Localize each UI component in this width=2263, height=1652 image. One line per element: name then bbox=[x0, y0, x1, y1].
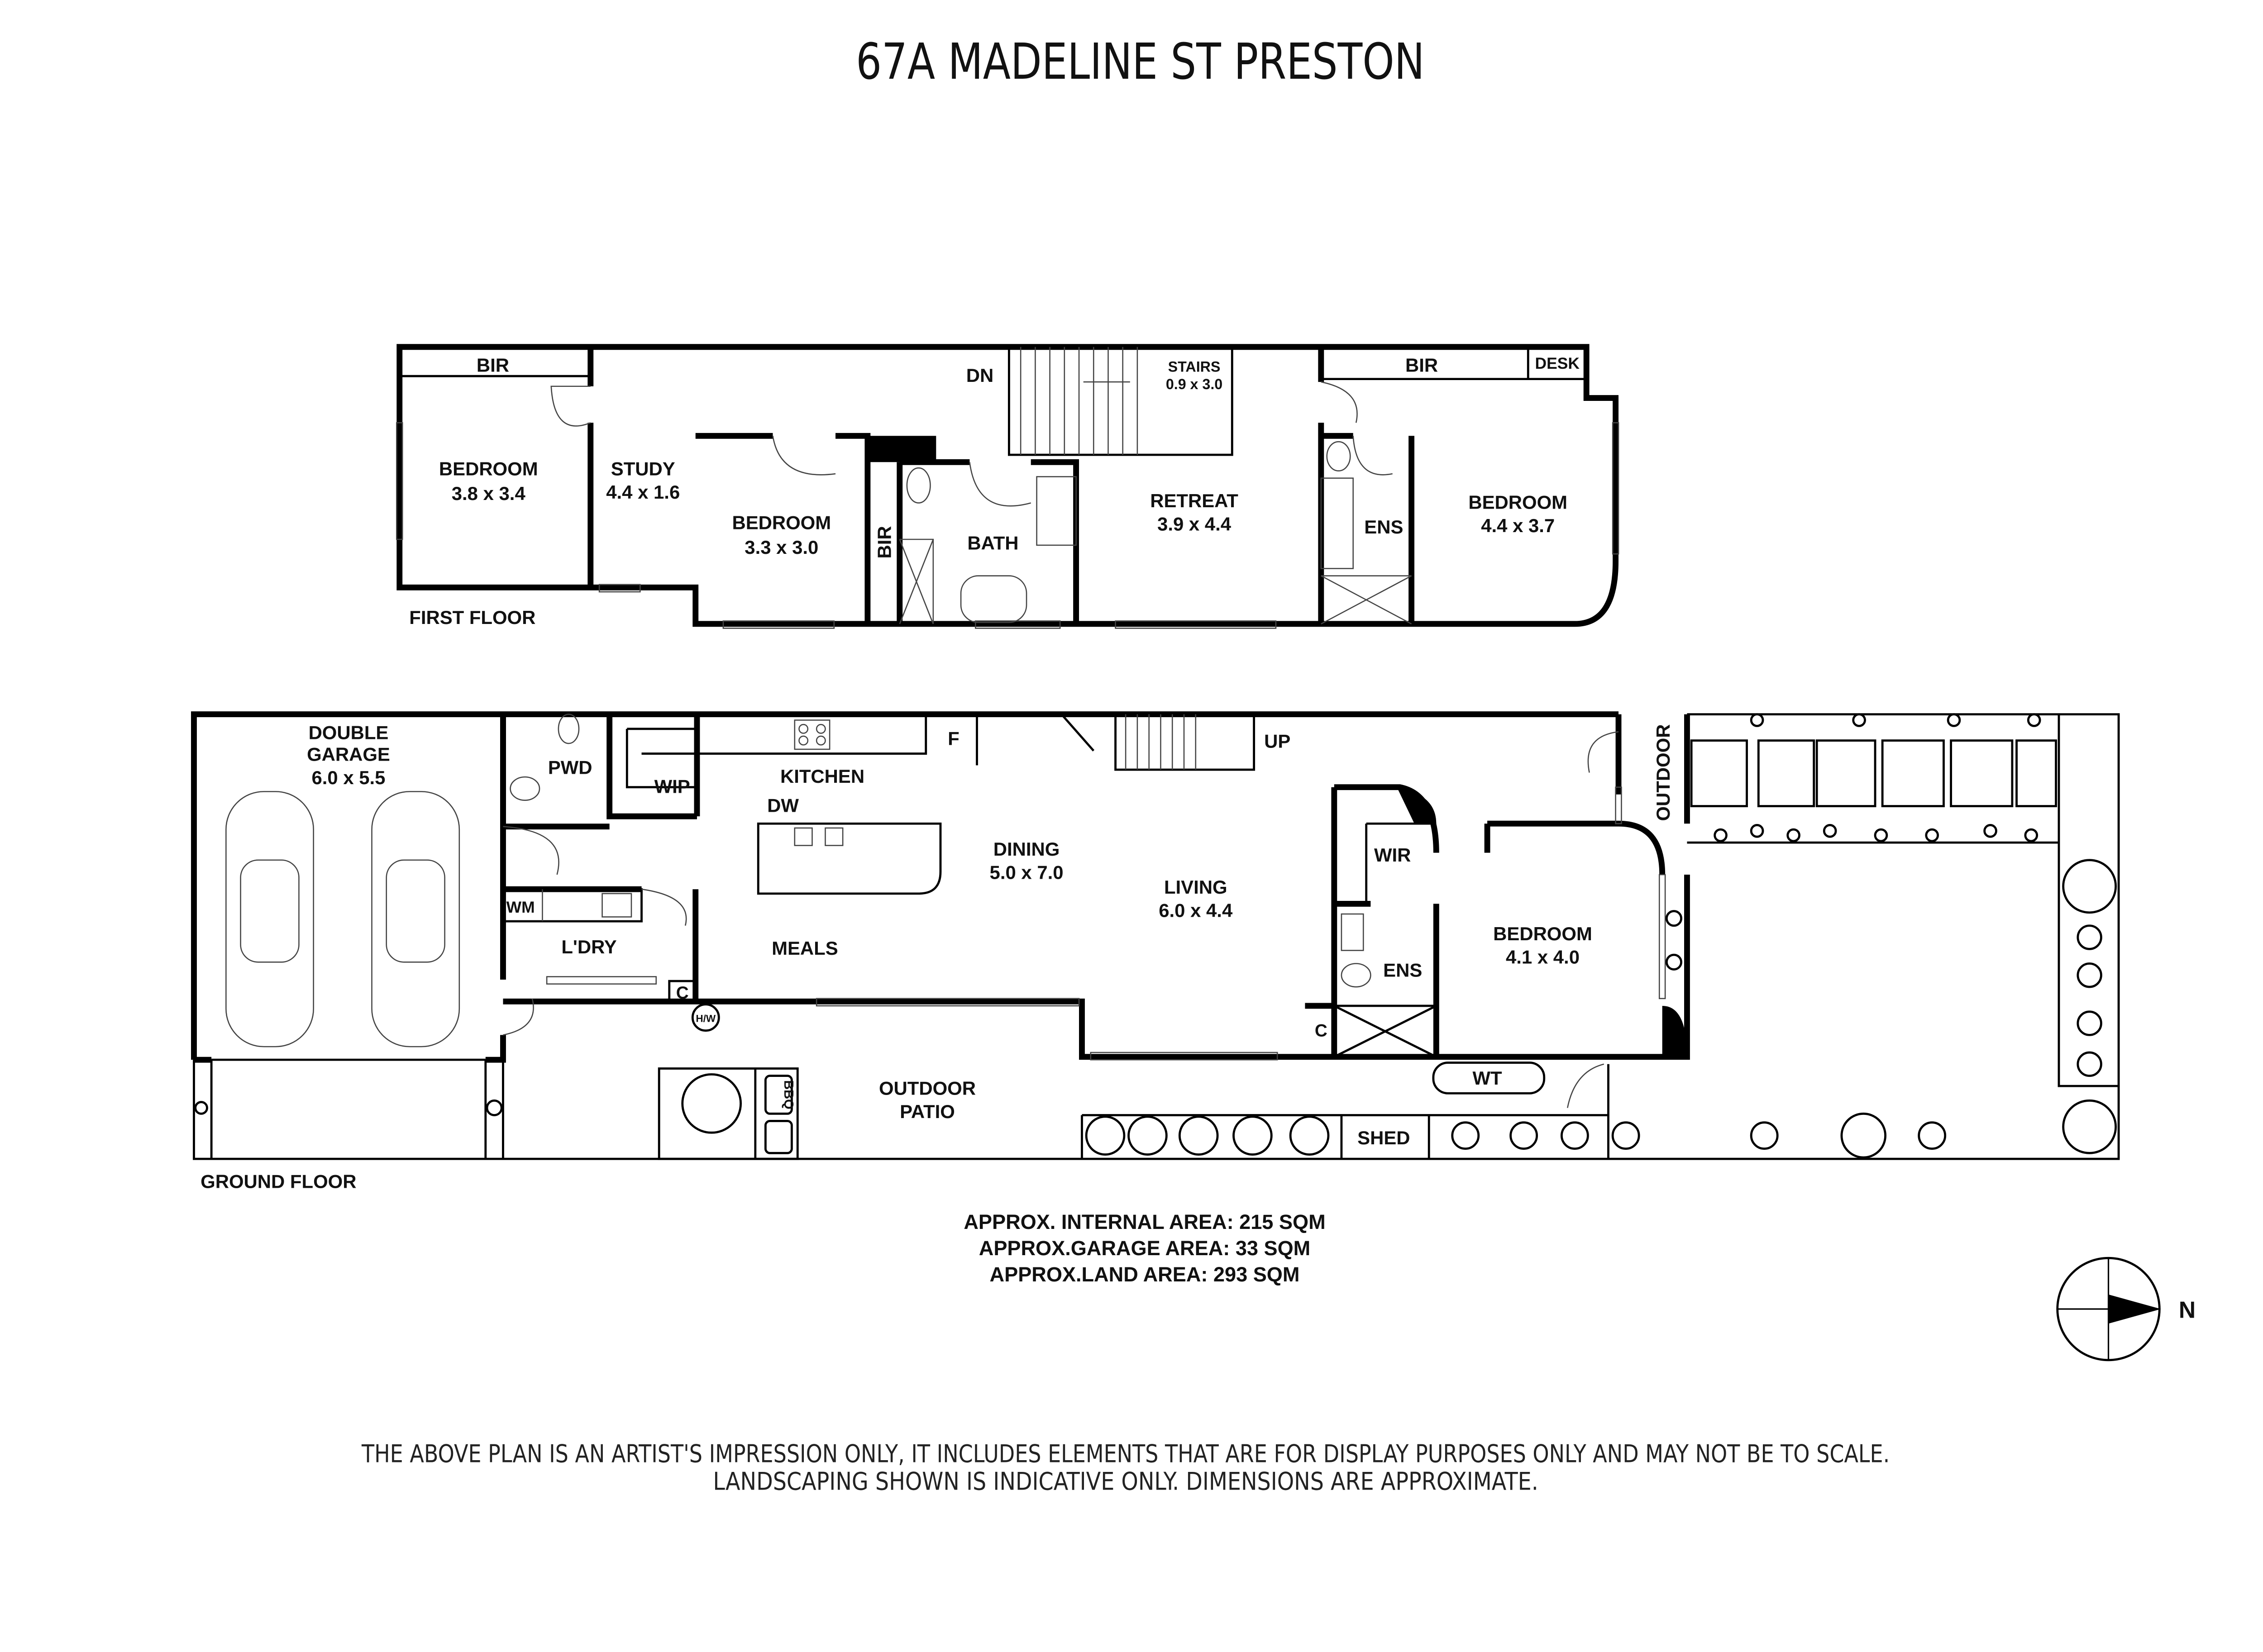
room-dims-retreat: 3.9 x 4.4 bbox=[1157, 514, 1232, 535]
land-area: APPROX.LAND AREA: 293 SQM bbox=[990, 1263, 1300, 1286]
tree-icon bbox=[194, 713, 2117, 1159]
room-dims-garage: 6.0 x 5.5 bbox=[311, 767, 385, 788]
room-label-patio: OUTDOOR bbox=[879, 1077, 976, 1099]
room-label-bedroom: BEDROOM bbox=[1493, 923, 1592, 944]
room-dims-dining: 5.0 x 7.0 bbox=[990, 862, 1064, 883]
room-label-stairs: STAIRS bbox=[1168, 359, 1221, 375]
disclaimer-line-2: LANDSCAPING SHOWN IS INDICATIVE ONLY. DI… bbox=[713, 1467, 1538, 1496]
stairs-up-label: UP bbox=[1264, 731, 1290, 752]
stairs-down-label: DN bbox=[966, 365, 993, 386]
bbq-label: BBQ bbox=[781, 1080, 796, 1109]
car-icon bbox=[225, 791, 314, 1047]
room-label-ens: ENS bbox=[1364, 516, 1403, 538]
room-label-bir: BIR bbox=[874, 526, 895, 558]
ground-floor: DOUBLE GARAGE 6.0 x 5.5 PWD WIP KITCHEN … bbox=[191, 711, 2120, 1192]
room-dims-stairs: 0.9 x 3.0 bbox=[1166, 376, 1222, 392]
plan-title: 67A MADELINE ST PRESTON bbox=[856, 33, 1424, 90]
room-label-laundry: L'DRY bbox=[561, 936, 616, 957]
internal-area: APPROX. INTERNAL AREA: 215 SQM bbox=[964, 1210, 1325, 1233]
hot-water-label: H/W bbox=[696, 1013, 716, 1024]
cupboard-label: C bbox=[676, 983, 689, 1003]
room-label-retreat: RETREAT bbox=[1150, 490, 1238, 511]
cupboard-label: C bbox=[1315, 1021, 1327, 1041]
room-label-kitchen: KITCHEN bbox=[780, 766, 864, 787]
room-dims-bedroom: 4.1 x 4.0 bbox=[1506, 947, 1580, 968]
room-dims-bedroom: 3.3 x 3.0 bbox=[745, 537, 818, 558]
compass-icon bbox=[2056, 1257, 2161, 1362]
floor-plan: 67A MADELINE ST PRESTON BIR BEDROOM 3.8 … bbox=[191, 32, 2196, 1496]
room-label-bir: BIR bbox=[1405, 355, 1438, 376]
washing-machine-label: WM bbox=[506, 898, 535, 916]
shed-label: SHED bbox=[1357, 1127, 1410, 1148]
room-label-ens: ENS bbox=[1383, 960, 1422, 981]
room-label-study: STUDY bbox=[611, 458, 675, 479]
room-label-bath: BATH bbox=[967, 533, 1018, 554]
disclaimer-line-1: THE ABOVE PLAN IS AN ARTIST'S IMPRESSION… bbox=[361, 1439, 1890, 1468]
room-label-bir: BIR bbox=[477, 355, 509, 376]
floor-label-first: FIRST FLOOR bbox=[409, 607, 535, 628]
fridge-label: F bbox=[948, 728, 960, 749]
room-dims-living: 6.0 x 4.4 bbox=[1159, 900, 1233, 921]
room-label-patio: PATIO bbox=[900, 1101, 955, 1122]
outdoor-label: OUTDOOR bbox=[1652, 724, 1674, 821]
room-label-bedroom: BEDROOM bbox=[439, 458, 538, 479]
room-label-garage: DOUBLE bbox=[309, 722, 389, 743]
first-floor: BIR BEDROOM 3.8 x 3.4 STUDY 4.4 x 1.6 BE… bbox=[396, 344, 1619, 629]
garage-area: APPROX.GARAGE AREA: 33 SQM bbox=[979, 1237, 1310, 1260]
room-dims-bedroom: 3.8 x 3.4 bbox=[452, 483, 526, 504]
compass-north-label: N bbox=[2179, 1296, 2196, 1323]
floor-label-ground: GROUND FLOOR bbox=[201, 1171, 356, 1192]
room-label-garage: GARAGE bbox=[307, 744, 390, 765]
room-label-living: LIVING bbox=[1164, 876, 1227, 898]
room-dims-bedroom: 4.4 x 3.7 bbox=[1481, 515, 1555, 536]
dishwasher-label: DW bbox=[767, 795, 799, 816]
room-label-desk: DESK bbox=[1535, 354, 1580, 372]
room-label-bedroom: BEDROOM bbox=[1468, 491, 1567, 513]
room-label-wip: WIP bbox=[654, 776, 690, 797]
room-label-bedroom: BEDROOM bbox=[732, 512, 831, 533]
room-dims-study: 4.4 x 1.6 bbox=[606, 481, 680, 503]
room-label-dining: DINING bbox=[993, 838, 1060, 860]
room-label-wir: WIR bbox=[1374, 844, 1411, 866]
car-icon bbox=[371, 791, 460, 1047]
water-tank-label: WT bbox=[1473, 1067, 1503, 1089]
room-label-pwd: PWD bbox=[548, 757, 592, 778]
room-label-meals: MEALS bbox=[772, 938, 838, 959]
